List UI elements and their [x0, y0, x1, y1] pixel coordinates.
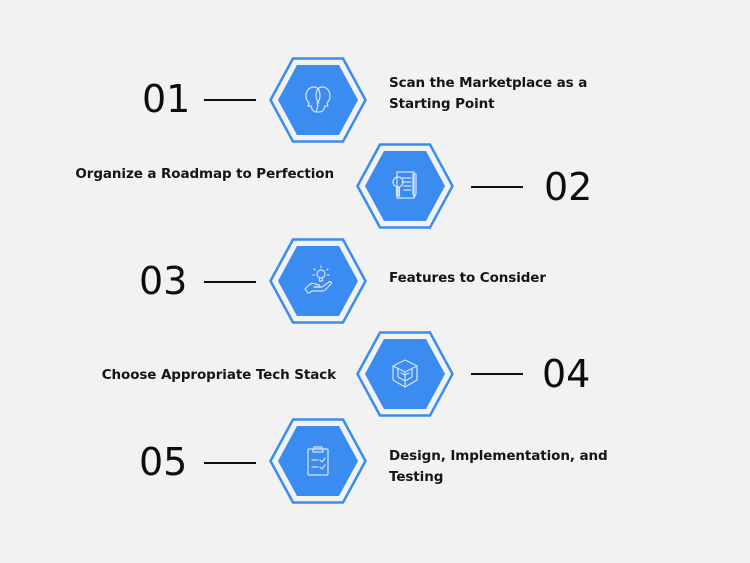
step-number: 04: [542, 352, 591, 396]
clipboard-checklist-icon: [301, 444, 335, 478]
step-number: 02: [544, 165, 593, 209]
hand-lightbulb-icon: [301, 264, 335, 298]
connector-line: [471, 373, 523, 375]
connector-line: [204, 99, 256, 101]
hexagon-badge: [269, 238, 367, 324]
step-title-line-2: Starting Point: [389, 96, 495, 112]
hexagon-badge: [269, 57, 367, 143]
step-title-line-1: Choose Appropriate Tech Stack: [101, 367, 336, 383]
people-profile-icon: [301, 83, 335, 117]
step-title-line-1: Organize a Roadmap to Perfection: [75, 166, 334, 182]
step-title-line-1: Scan the Marketplace as a: [389, 75, 588, 91]
step-title: Scan the Marketplace as a Starting Point: [389, 73, 587, 115]
step-title: Choose Appropriate Tech Stack: [60, 365, 336, 386]
step-title: Features to Consider: [389, 268, 546, 289]
step-number: 03: [139, 259, 188, 303]
step-title-line-1: Features to Consider: [389, 270, 546, 286]
hexagon-badge: [269, 418, 367, 504]
step-number: 01: [142, 77, 191, 121]
connector-line: [204, 462, 256, 464]
step-title-line-2: Testing: [389, 469, 444, 485]
cube-icon: [388, 357, 422, 391]
step-title-line-1: Design, Implementation, and: [389, 448, 608, 464]
connector-line: [204, 281, 256, 283]
step-title: Design, Implementation, and Testing: [389, 446, 608, 488]
step-number: 05: [139, 440, 188, 484]
connector-line: [471, 186, 523, 188]
document-search-icon: [388, 169, 422, 203]
step-title: Organize a Roadmap to Perfection: [60, 164, 334, 185]
